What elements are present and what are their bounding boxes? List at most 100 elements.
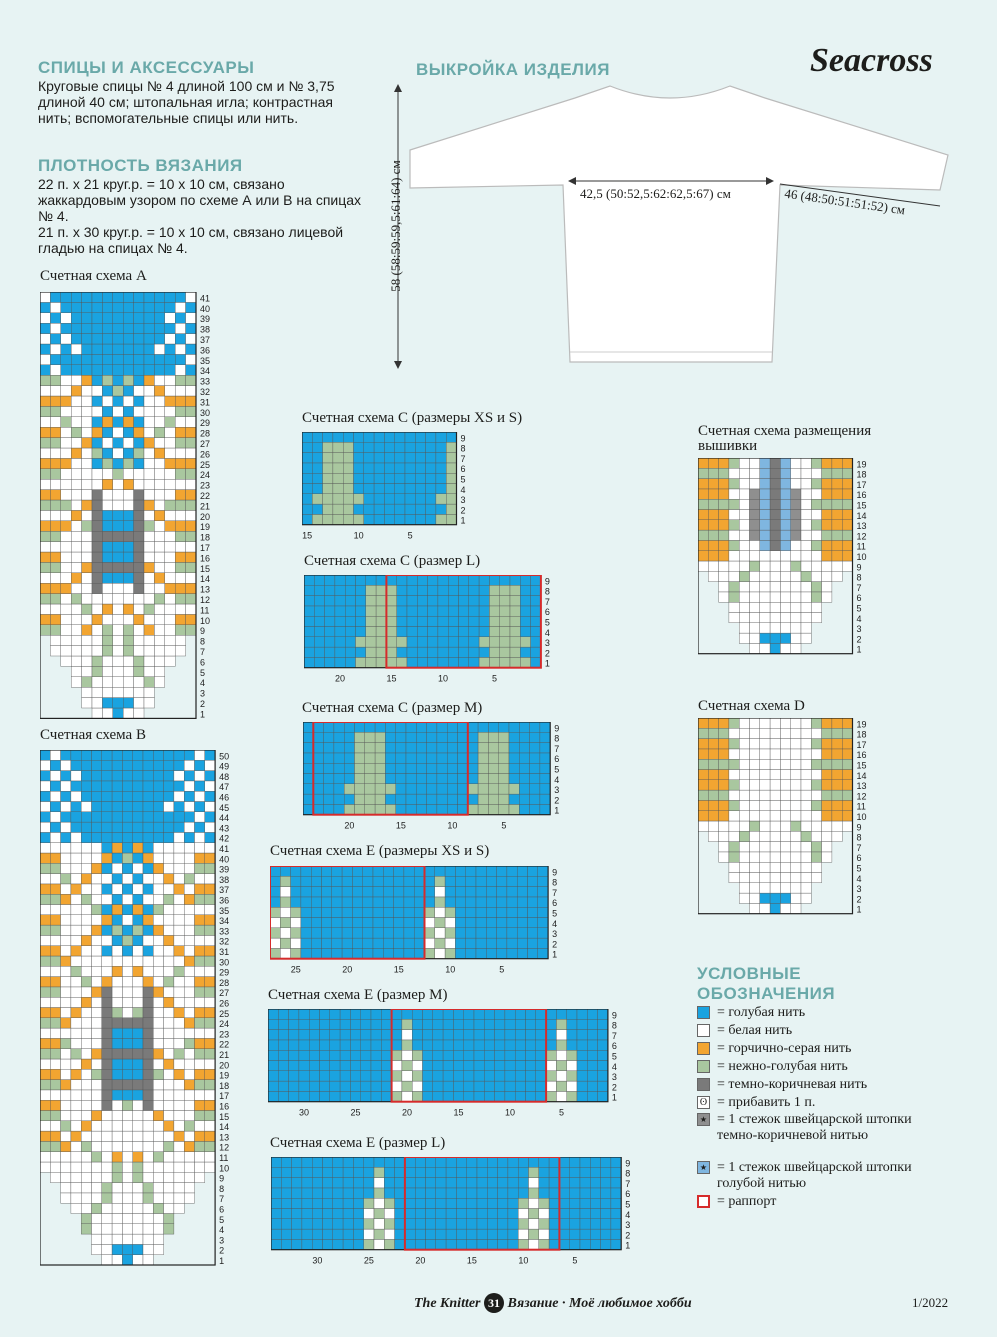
chart-cell — [91, 458, 103, 469]
chart-cell — [300, 907, 312, 918]
chart-cell — [142, 1058, 154, 1070]
chart-cell — [800, 540, 812, 551]
chart-cell — [545, 1009, 557, 1020]
chart-cell — [183, 821, 195, 833]
chart-cell — [393, 886, 405, 898]
chart-cell — [811, 468, 822, 479]
chart-cell — [173, 770, 185, 782]
chart-cell — [394, 1228, 406, 1240]
chart-cell — [487, 1218, 498, 1230]
chart-cell — [769, 560, 781, 572]
chart-cell — [569, 1198, 581, 1209]
chart-cell — [91, 666, 103, 677]
chart-cell — [386, 585, 397, 596]
chart-cell — [298, 1039, 310, 1051]
chart-cell — [528, 1239, 540, 1250]
chart-cell — [790, 769, 802, 781]
chart-cell — [800, 728, 812, 739]
row-number: 36 — [219, 896, 229, 906]
chart-cell — [447, 646, 459, 658]
chart-cell — [496, 917, 508, 929]
chart-cell — [91, 406, 103, 418]
chart-cell — [831, 831, 843, 842]
chart-cell — [322, 1187, 334, 1199]
chart-cell — [70, 955, 82, 967]
chart-cell — [300, 937, 312, 949]
chart-cell — [143, 520, 155, 532]
chart-cell — [311, 917, 322, 929]
chart-cell — [739, 748, 750, 760]
chart-cell — [841, 509, 853, 521]
chart-cell — [101, 1079, 113, 1091]
chart-cell — [375, 616, 387, 627]
chart-cell — [60, 520, 72, 532]
chart-cell — [527, 876, 539, 887]
chart-cell — [194, 842, 206, 854]
chart-cell — [739, 478, 750, 490]
chart-cell — [749, 872, 761, 884]
chart-cell — [122, 1213, 133, 1225]
chart-cell — [821, 810, 833, 822]
chart-cell — [437, 646, 449, 658]
chart-cell — [384, 503, 395, 515]
chart-cell — [101, 945, 113, 957]
chart-cell — [50, 842, 61, 854]
chart-cell — [576, 1019, 588, 1030]
chart-cell — [60, 914, 72, 926]
chart-cell — [142, 1130, 154, 1142]
chart-cell — [164, 385, 176, 397]
chart-cell — [800, 499, 812, 510]
row-number: 5 — [552, 909, 557, 919]
column-number: 25 — [364, 1256, 374, 1266]
chart-cell — [494, 1091, 506, 1102]
chart-cell — [396, 636, 408, 648]
chart-cell — [319, 1029, 331, 1041]
chart-cell — [739, 882, 750, 894]
column-number: 5 — [572, 1256, 577, 1266]
chart-cell — [91, 707, 103, 719]
chart-cell — [50, 354, 61, 366]
chart-cell — [780, 892, 791, 904]
chart-cell — [122, 770, 133, 782]
chart-cell — [60, 364, 72, 376]
chart-cell — [374, 793, 386, 805]
column-number: 10 — [447, 821, 457, 831]
chart-cell — [363, 442, 375, 453]
chart-cell — [538, 1177, 550, 1189]
chart-cell — [122, 1244, 133, 1255]
chart-cell — [375, 595, 387, 607]
chart-cell — [40, 832, 51, 843]
chart-cell — [111, 1058, 123, 1070]
chart-cell — [40, 447, 51, 459]
chart-cell — [102, 416, 114, 428]
legend-label: = раппорт — [717, 1194, 777, 1209]
chart-cell — [360, 1009, 372, 1020]
chart-cell — [718, 468, 730, 479]
chart-cell — [352, 907, 363, 918]
chart-cell — [204, 904, 216, 916]
chart-cell — [81, 832, 92, 843]
chart-cell — [333, 793, 345, 805]
chart-cell — [600, 1177, 612, 1189]
row-number: 26 — [200, 449, 210, 459]
chart-cell — [343, 514, 354, 525]
chart-cell — [539, 732, 551, 743]
chart-cell — [769, 591, 781, 603]
chart-cell — [749, 861, 761, 873]
chart-cell — [780, 872, 791, 884]
chart-cell — [322, 1239, 334, 1250]
chart-cell — [164, 426, 176, 438]
row-number: 6 — [545, 607, 550, 617]
chart-cell — [496, 886, 508, 898]
chart-cell — [569, 1218, 581, 1230]
chart-cell — [364, 722, 376, 733]
chart-cell — [442, 1080, 454, 1092]
chart-cell — [122, 614, 134, 625]
chart-cell — [800, 591, 812, 603]
chart-cell — [101, 1244, 113, 1255]
chart-cell — [841, 540, 853, 551]
chart-cell — [759, 728, 771, 739]
chart-cell — [112, 530, 124, 542]
chart-cell — [174, 551, 186, 563]
chart-cell — [194, 873, 206, 885]
